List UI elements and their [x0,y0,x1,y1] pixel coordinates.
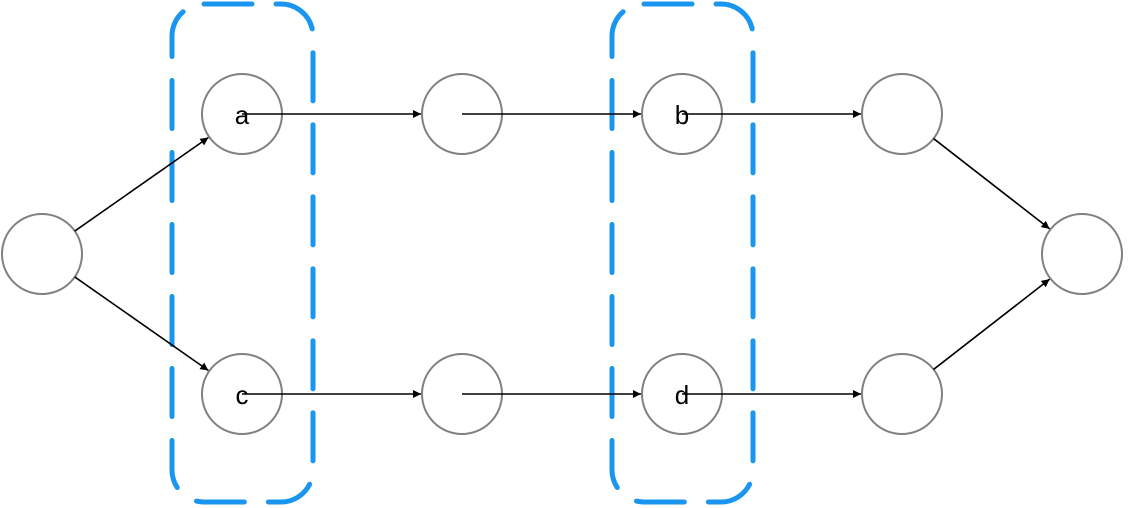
node-after-b [861,73,943,155]
node-label: a [235,100,250,130]
edge-source-to-c [74,276,209,372]
node-source [1,213,83,295]
node-circle [861,73,943,155]
dashed-group-box-b-d [609,1,756,505]
node-circle [1,213,83,295]
edge-after-b-to-sink [933,137,1051,230]
edge-after-d-to-sink [933,278,1051,371]
node-label: d [675,380,689,410]
node-label: c [236,380,249,410]
edge-source-to-a [74,136,209,232]
dashed-group-box-a-c [169,1,316,505]
node-circle [861,353,943,435]
node-circle [1041,213,1123,295]
node-sink [1041,213,1123,295]
node-label: b [675,100,689,130]
node-after-d [861,353,943,435]
